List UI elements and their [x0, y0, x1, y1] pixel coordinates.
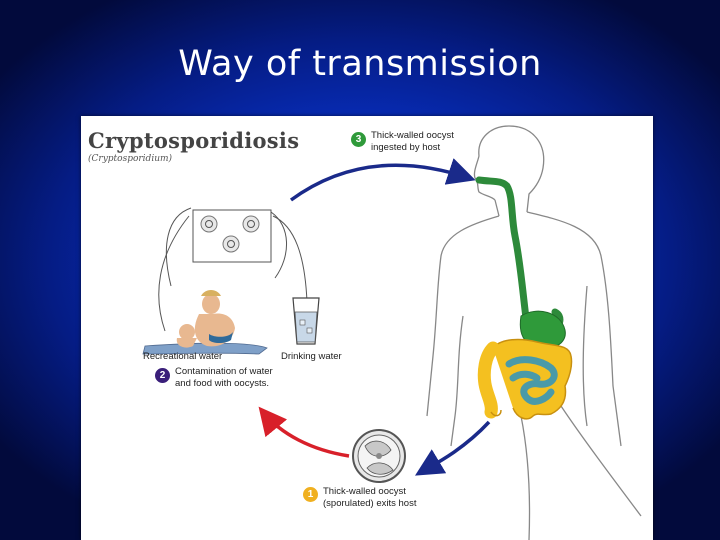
arrow-step1-to-step2 — [258, 406, 350, 458]
step-3-line1: Thick-walled oocyst — [371, 130, 454, 141]
sporulated-oocyst — [352, 429, 406, 483]
arrow-host-to-step1 — [414, 420, 491, 476]
life-cycle-figure: Cryptosporidiosis (Cryptosporidium) Recr… — [81, 116, 653, 540]
figure-title: Cryptosporidiosis — [88, 128, 300, 153]
step-2-line2: and food with oocysts. — [175, 378, 269, 389]
step-3-badge: 3 — [351, 132, 366, 147]
oocyst-panel — [158, 207, 308, 332]
digestive-tract — [475, 176, 573, 420]
step-2-badge: 2 — [155, 368, 170, 383]
step-3-line2: ingested by host — [371, 142, 441, 153]
step-2-line1: Contamination of water — [175, 366, 273, 377]
drinking-water-label: Drinking water — [281, 351, 342, 362]
step-1-badge: 1 — [303, 487, 318, 502]
human-body-outline — [426, 125, 642, 540]
step-1-line2: (sporulated) exits host — [323, 498, 417, 509]
slide-title: Way of transmission — [178, 44, 542, 84]
figure-subtitle: (Cryptosporidium) — [88, 154, 173, 164]
arrow-step2-to-step3 — [289, 158, 476, 202]
recreational-water-scene — [142, 290, 268, 355]
life-cycle-illustration — [142, 125, 642, 540]
drinking-water-glass — [292, 297, 320, 345]
recreational-water-label: Recreational water — [143, 351, 223, 362]
step-1-line1: Thick-walled oocyst — [323, 486, 406, 497]
